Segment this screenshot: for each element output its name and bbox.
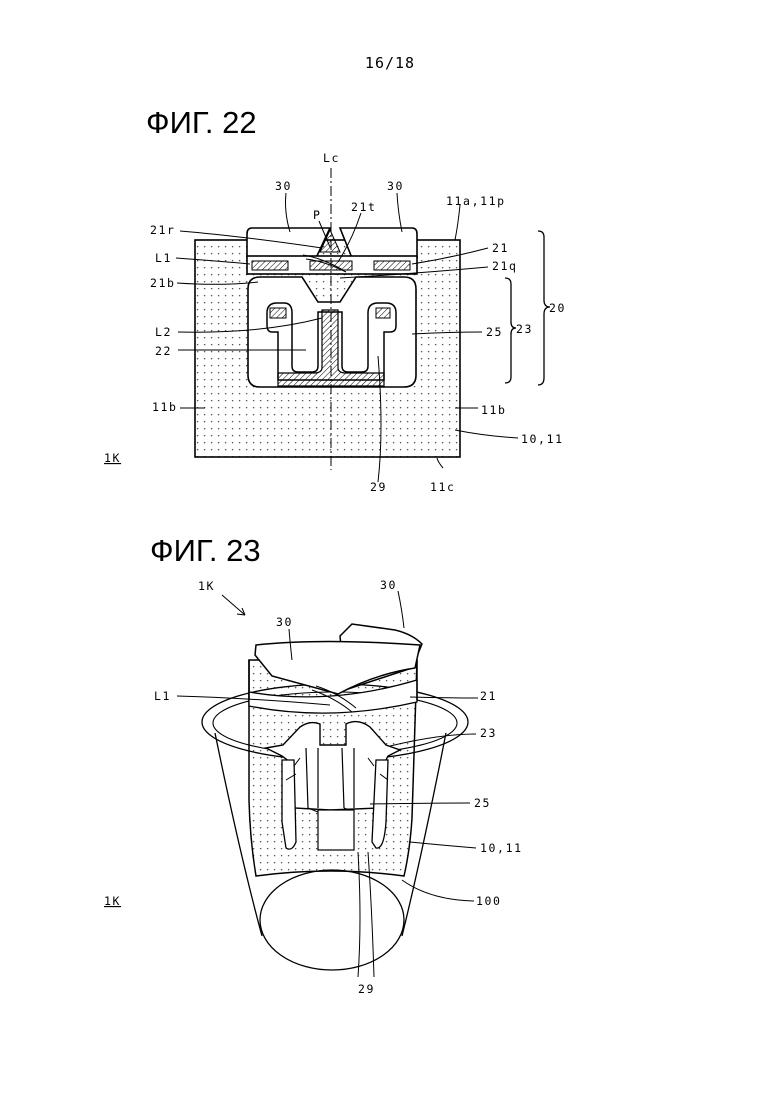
label-10-11: 10,11 bbox=[521, 432, 564, 446]
label-1k: 1K bbox=[104, 451, 121, 465]
figure-23-drawing: 1K 30 30 L1 21 23 25 10,11 1K 100 29 bbox=[104, 578, 523, 996]
label-1k: 1K bbox=[104, 894, 121, 908]
label-lc: Lc bbox=[323, 151, 340, 165]
label-21: 21 bbox=[492, 241, 509, 255]
label-21: 21 bbox=[480, 689, 497, 703]
label-11a-11p: 11a,11p bbox=[446, 194, 506, 208]
bracket-23 bbox=[505, 278, 516, 383]
label-23: 23 bbox=[516, 322, 533, 336]
label-22: 22 bbox=[155, 344, 172, 358]
flap-30-right bbox=[340, 228, 417, 258]
label-30-right: 30 bbox=[387, 179, 404, 193]
label-25: 25 bbox=[474, 796, 491, 810]
label-l1: L1 bbox=[155, 251, 172, 265]
label-100: 100 bbox=[476, 894, 502, 908]
cup-bottom bbox=[260, 870, 404, 970]
label-30: 30 bbox=[276, 615, 293, 629]
leg-left bbox=[282, 760, 296, 849]
label-l1: L1 bbox=[154, 689, 171, 703]
label-21b: 21b bbox=[150, 276, 176, 290]
label-21t: 21t bbox=[351, 200, 377, 214]
hatch-23-left bbox=[270, 308, 286, 318]
label-21r: 21r bbox=[150, 223, 176, 237]
block-29 bbox=[318, 810, 354, 850]
label-l2: L2 bbox=[155, 325, 172, 339]
label-30-left: 30 bbox=[275, 179, 292, 193]
label-10-11: 10,11 bbox=[480, 841, 523, 855]
label-p: P bbox=[313, 208, 322, 222]
label-25: 25 bbox=[486, 325, 503, 339]
label-30-top: 30 bbox=[380, 578, 397, 592]
label-11b-left: 11b bbox=[152, 400, 178, 414]
hatch-23-right bbox=[376, 308, 390, 318]
figure-22-drawing: Lc 30 30 P 21t 21r 11a,11p 21 21q L1 21b… bbox=[104, 151, 566, 494]
hatch-21-right bbox=[374, 261, 410, 270]
label-29: 29 bbox=[370, 480, 387, 494]
label-11c: 11c bbox=[430, 480, 456, 494]
hatch-21-left bbox=[252, 261, 288, 270]
label-1k-top: 1K bbox=[198, 579, 215, 593]
label-29: 29 bbox=[358, 982, 375, 996]
label-21q: 21q bbox=[492, 259, 518, 273]
label-11b-right: 11b bbox=[481, 403, 507, 417]
label-23: 23 bbox=[480, 726, 497, 740]
label-20: 20 bbox=[549, 301, 566, 315]
